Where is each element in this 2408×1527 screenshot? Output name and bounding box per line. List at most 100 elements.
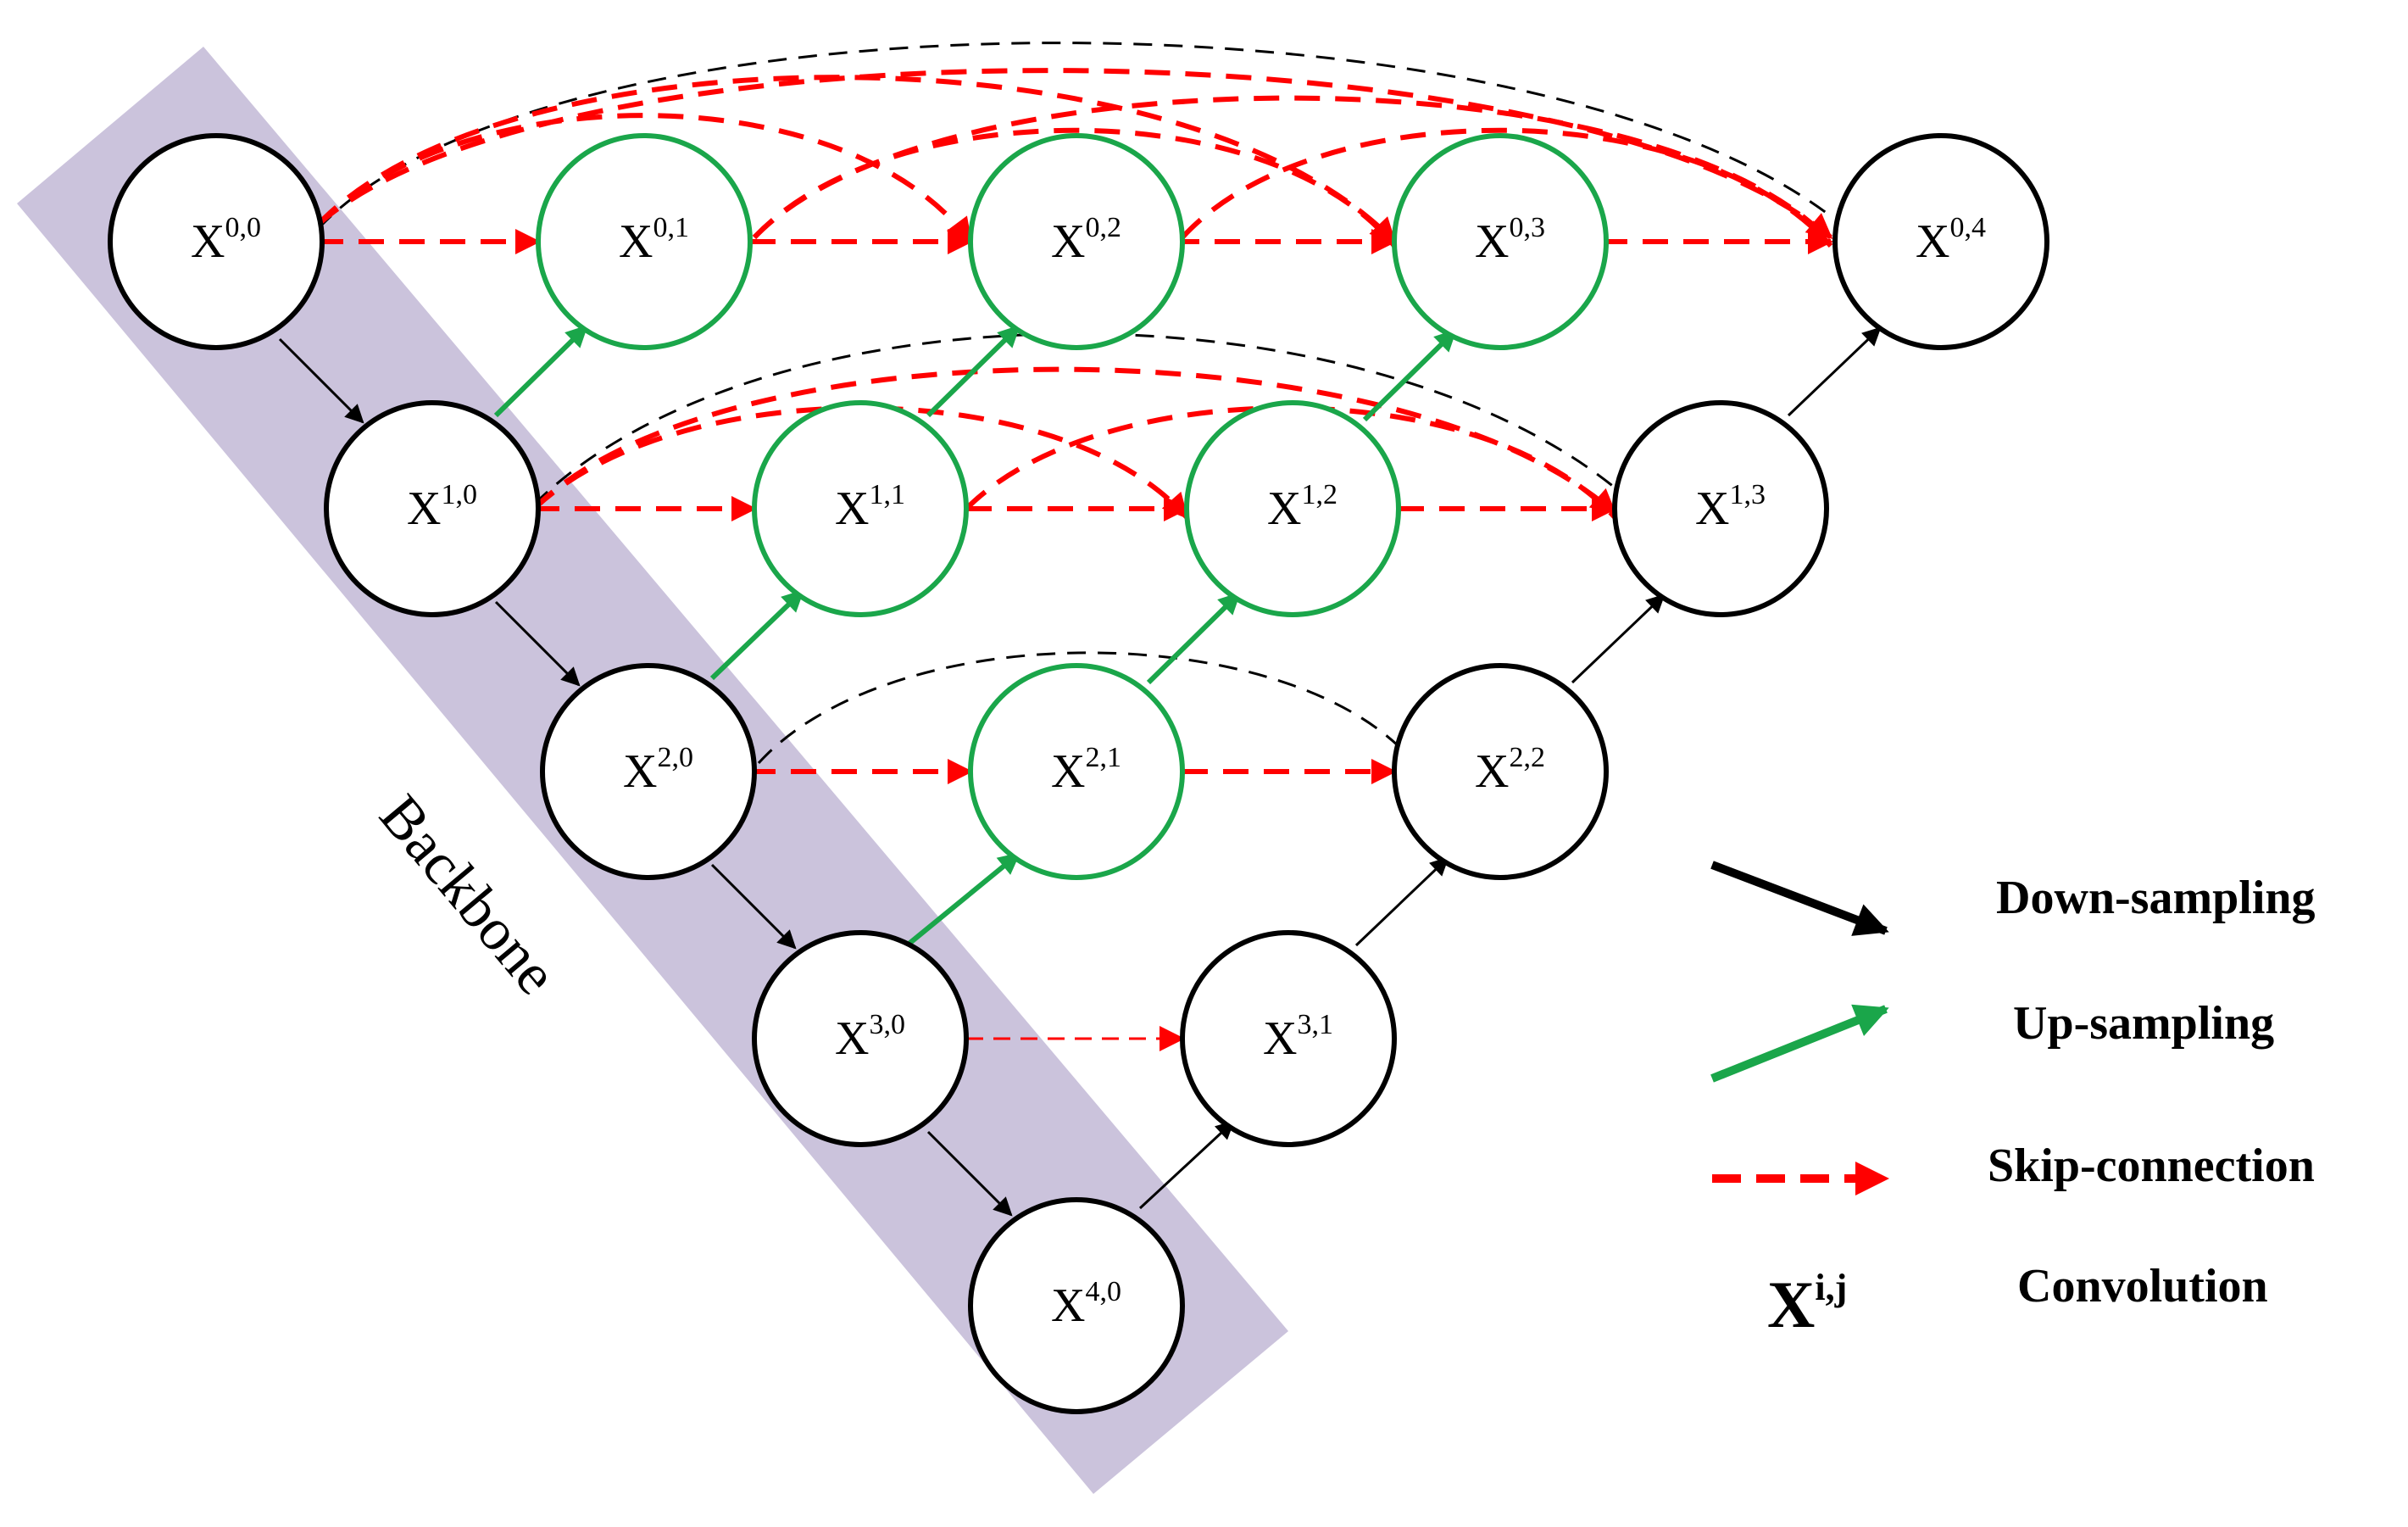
node-label: X0,2 [1051,212,1121,268]
legend: Down-sampling Up-sampling Skip-connectio… [1710,861,2316,1341]
legend-convolution-x: X [1767,1268,1815,1341]
node-label: X4,0 [1051,1276,1121,1332]
node-label-base: X [835,482,869,535]
node-x13: X1,3 [1612,400,1829,617]
node-circle [1832,133,2049,350]
legend-up-sampling-icon [1710,1004,1889,1083]
node-label-sup: 0,1 [653,212,689,243]
node-label: X2,1 [1051,742,1121,798]
node-circle [536,133,753,350]
up-x21-x12 [1146,591,1242,685]
dense-skip-arcs-black [316,42,1832,765]
up-x40-x31 [1138,1120,1235,1210]
node-x01: X0,1 [536,133,753,350]
node-label-base: X [1475,215,1509,268]
node-circle [540,663,757,880]
down-x00-x10 [278,337,364,424]
legend-convolution-label: Convolution [2017,1260,2268,1312]
node-x22: X2,2 [1392,663,1609,880]
node-label-sup: 2,0 [657,742,693,773]
node-x40: X4,0 [968,1197,1185,1414]
dense-arc-x01-x04 [752,95,1833,244]
skip-connections [318,229,1833,1051]
node-circle [108,133,325,350]
node-label-sup: 1,0 [441,479,477,510]
dense-arc-x10-x12 [531,405,1189,520]
node-label: X0,1 [619,212,689,268]
node-label-base: X [1051,745,1085,798]
down-sampling-arrows [278,337,1013,1217]
down-x10-x20 [494,600,581,687]
legend-convolution-symbol: Xi,j [1767,1267,1847,1341]
dense-arc-x20-x22 [757,651,1400,765]
node-label-sup: 3,0 [869,1009,905,1040]
node-label-sup: 0,0 [225,212,261,243]
legend-down-sampling-label: Down-sampling [1996,872,2316,924]
node-circle [968,663,1185,880]
node-label: X1,1 [835,479,905,535]
node-circle [1180,930,1397,1147]
legend-convolution-sup: i,j [1815,1267,1847,1308]
node-label-sup: 0,3 [1509,212,1545,243]
node-circle [968,133,1185,350]
decoder-path-arrows [1138,326,1882,1210]
up-x13-x04 [1787,326,1882,417]
node-label-base: X [1475,745,1509,798]
node-x30: X3,0 [752,930,969,1147]
node-label: X0,4 [1916,212,1986,268]
node-label-base: X [619,215,653,268]
dense-arc-x00-x03 [315,75,1397,244]
down-x30-x40 [926,1130,1013,1217]
up-x11-x02 [926,324,1021,418]
node-circle [1392,663,1609,880]
up-sampling-arrows [493,324,1458,948]
up-x31-x22 [1354,856,1449,947]
node-circle [1392,133,1609,350]
node-circle [752,930,969,1147]
node-x12: X1,2 [1184,400,1401,617]
node-label: X1,3 [1695,479,1766,535]
node-label-base: X [1695,482,1729,535]
node-circle [752,400,969,617]
node-circle [968,1197,1185,1414]
node-x21: X2,1 [968,663,1185,880]
node-label: X3,1 [1263,1009,1333,1065]
node-label-sup: 1,2 [1301,479,1337,510]
node-label: X1,0 [407,479,477,535]
node-label-base: X [1051,1279,1085,1332]
node-x00: X0,0 [108,133,325,350]
node-x03: X0,3 [1392,133,1609,350]
node-circle [1184,400,1401,617]
node-label-base: X [1916,215,1949,268]
node-x11: X1,1 [752,400,969,617]
node-label-sup: 0,4 [1949,212,1986,243]
legend-up-sampling-label: Up-sampling [2013,997,2274,1050]
node-label: X2,0 [623,742,693,798]
node-label-sup: 4,0 [1085,1276,1121,1307]
node-label: X0,3 [1475,212,1545,268]
node-label-sup: 2,2 [1509,742,1545,773]
node-x10: X1,0 [324,400,541,617]
node-x20: X2,0 [540,663,757,880]
node-label: X3,0 [835,1009,905,1065]
node-label-base: X [623,745,657,798]
dense-arc-x02-x04 [1180,127,1833,248]
up-x20-x11 [709,588,805,681]
node-label-base: X [407,482,441,535]
node-label-base: X [191,215,225,268]
node-label-base: X [1263,1012,1297,1065]
node-label-sup: 0,2 [1085,212,1121,243]
node-label: X0,0 [191,212,261,268]
node-label: X2,2 [1475,742,1545,798]
node-x31: X3,1 [1180,930,1397,1147]
node-label-sup: 1,3 [1729,479,1766,510]
node-label-sup: 3,1 [1297,1009,1333,1040]
up-x30-x21 [905,851,1021,948]
node-label: X1,2 [1267,479,1337,535]
node-label-sup: 2,1 [1085,742,1121,773]
node-label-sup: 1,1 [869,479,905,510]
dense-arc-x00-x04-red [316,68,1833,240]
node-x02: X0,2 [968,133,1185,350]
